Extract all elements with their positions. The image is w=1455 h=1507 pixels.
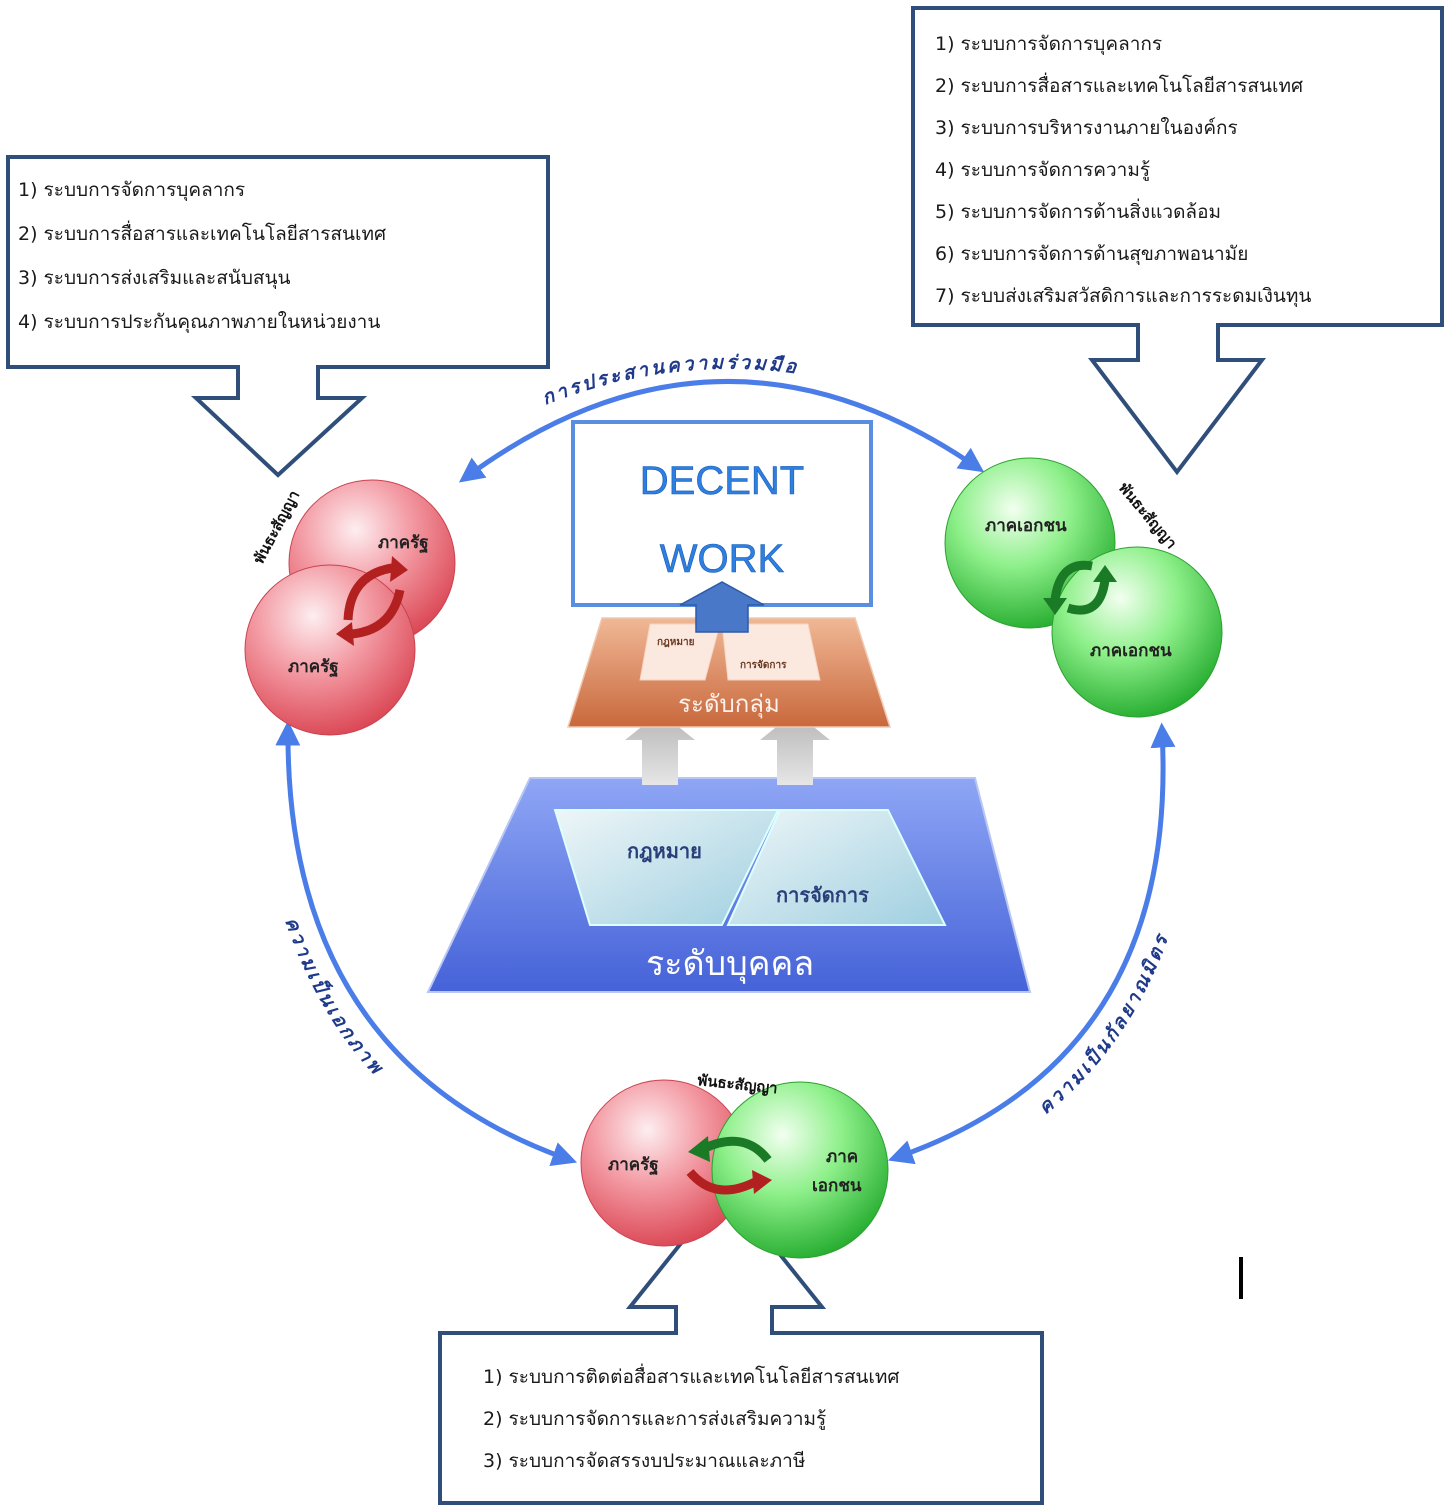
callout-top-right-item-7: 7) ระบบส่งเสริมสวัสดิการและการระดมเงินทุ… — [935, 285, 1311, 308]
individual-level-label: ระดับบุคคล — [646, 944, 814, 984]
arc-top — [458, 378, 985, 483]
circle-group-right: ภาคเอกชน ภาคเอกชน พันธะสัญญา — [944, 457, 1223, 718]
decent-work-title-line-2: WORK — [660, 537, 785, 581]
callout-top-left-item-3: 3) ระบบการส่งเสริมและสนับสนุน — [18, 267, 290, 290]
contract-label-right: พันธะสัญญา — [1115, 479, 1181, 552]
callout-top-right-item-6: 6) ระบบการจัดการด้านสุขภาพอนามัย — [935, 243, 1248, 266]
cycle-arrows-green-icon — [1043, 560, 1117, 615]
callout-top-right: 1) ระบบการจัดการบุคลากร 2) ระบบการสื่อสา… — [911, 6, 1444, 476]
callout-bottom-item-2: 2) ระบบการจัดการและการส่งเสริมความรู้ — [483, 1408, 826, 1430]
cycle-arrows-red-icon — [336, 556, 408, 646]
public-label-bottom-pair: ภาครัฐ — [608, 1155, 659, 1176]
group-level-label: ระดับกลุ่ม — [678, 690, 780, 719]
callout-top-right-item-4: 4) ระบบการจัดการความรู้ — [935, 159, 1150, 181]
public-label-top: ภาครัฐ — [378, 533, 429, 554]
private-label-bottom: ภาคเอกชน — [1090, 641, 1172, 661]
law-panel — [553, 809, 780, 926]
circle-group-bottom: ภาครัฐ ภาค เอกชน พันธะสัญญา — [580, 1071, 889, 1259]
private-label-top: ภาคเอกชน — [985, 516, 1067, 536]
cycle-arrows-mixed-icon — [686, 1136, 772, 1195]
public-label-bottom: ภาครัฐ — [288, 657, 339, 678]
vertical-bar-mark — [1239, 1257, 1243, 1299]
group-law-label: กฎหมาย — [657, 637, 695, 648]
callout-top-left-item-4: 4) ระบบการประกันคุณภาพภายในหน่วยงาน — [18, 311, 380, 334]
decent-work-title-line-1: DECENT — [640, 459, 804, 503]
callout-bottom-item-3: 3) ระบบการจัดสรรงบประมาณและภาษี — [483, 1450, 805, 1472]
group-management-label: การจัดการ — [740, 659, 787, 671]
callout-bottom-item-1: 1) ระบบการติดต่อสื่อสารและเทคโนโลยีสารสน… — [483, 1363, 900, 1388]
private-circle-bottom — [1051, 546, 1223, 718]
center-pyramid: กฎหมาย การจัดการ ระดับบุคคล กฎหมาย การจั… — [426, 420, 1032, 993]
callout-top-left-item-2: 2) ระบบการสื่อสารและเทคโนโลยีสารสนเทศ — [18, 220, 386, 245]
management-label: การจัดการ — [776, 883, 869, 907]
callout-top-left-item-1: 1) ระบบการจัดการบุคลากร — [18, 179, 245, 202]
callout-top-left: 1) ระบบการจัดการบุคลากร 2) ระบบการสื่อสา… — [6, 155, 550, 478]
callout-top-right-item-1: 1) ระบบการจัดการบุคลากร — [935, 33, 1162, 56]
management-panel — [726, 809, 947, 926]
callout-top-right-item-3: 3) ระบบการบริหารงานภายในองค์กร — [935, 117, 1238, 139]
private-label-bottom-pair-line-2: เอกชน — [812, 1176, 862, 1196]
connecting-arcs — [275, 378, 1176, 1166]
private-label-bottom-pair-line-1: ภาค — [826, 1147, 858, 1167]
private-circle-bottom-pair — [711, 1081, 889, 1259]
up-arrow-right — [760, 712, 830, 785]
public-circle-bottom — [244, 564, 416, 736]
group-management-panel — [721, 623, 821, 681]
arc-label-right: ความเป็นกัลยาณมิตร — [1034, 930, 1173, 1119]
callout-top-right-item-2: 2) ระบบการสื่อสารและเทคโนโลยีสารสนเทศ — [935, 72, 1303, 97]
up-arrow-to-decent-work — [679, 581, 765, 633]
arc-left — [275, 720, 578, 1166]
up-arrow-left — [625, 712, 695, 785]
law-label: กฎหมาย — [627, 839, 702, 863]
circle-group-left: ภาครัฐ ภาครัฐ พันธะสัญญา — [244, 479, 456, 736]
arc-label-left: ความเป็นเอกภาพ — [280, 914, 388, 1080]
callout-top-right-item-5: 5) ระบบการจัดการด้านสิ่งแวดล้อม — [935, 198, 1221, 223]
callout-bottom: 1) ระบบการติดต่อสื่อสารและเทคโนโลยีสารสน… — [438, 1183, 1044, 1505]
arc-right — [887, 722, 1176, 1165]
